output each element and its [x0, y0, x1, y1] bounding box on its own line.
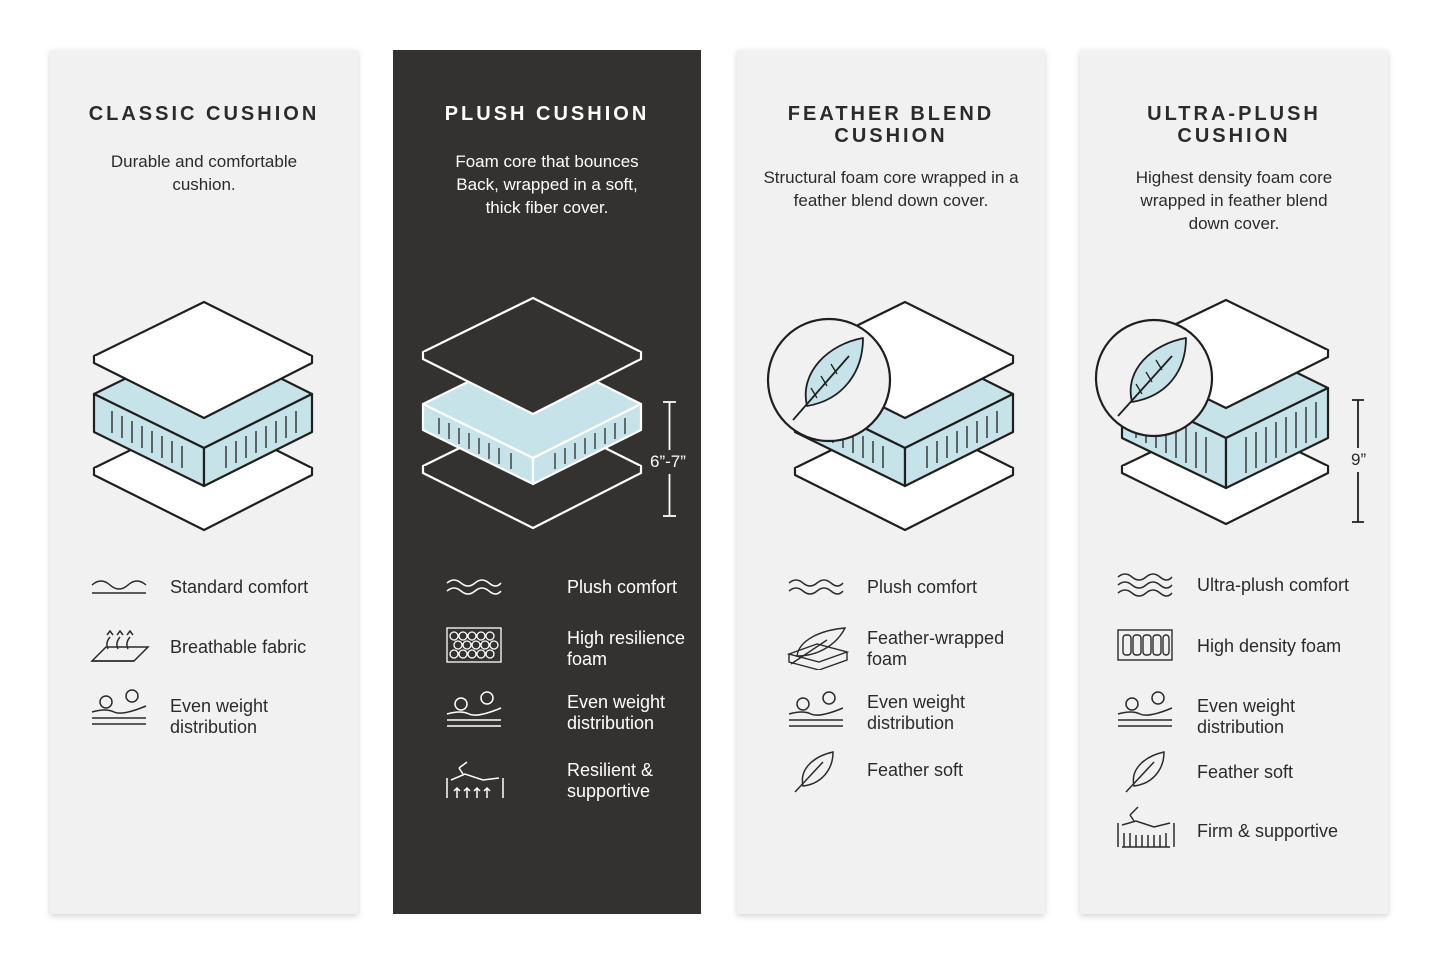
weight-distribution-icon — [445, 690, 505, 734]
feature-label: Standard comfort — [170, 577, 309, 597]
feather-icon — [793, 750, 853, 794]
feature-row: Even weight distribution — [90, 688, 348, 748]
feature-label: Plush comfort — [567, 577, 678, 597]
feature-label: Even weight distribution — [1197, 696, 1296, 737]
feature-label: High resilience foam — [567, 628, 686, 669]
feather-icon — [1124, 750, 1184, 794]
feature-label: Resilient & supportive — [567, 760, 654, 801]
weight-distribution-icon — [787, 690, 847, 734]
cushion-layers-illustration: 9” — [1080, 260, 1388, 560]
feather-wrapped-foam-icon — [787, 626, 849, 670]
feather-icon — [1117, 337, 1187, 417]
cushion-layers-illustration — [737, 260, 1045, 560]
firm-support-icon — [1116, 805, 1176, 849]
feature-row: Even weight distribution — [777, 690, 1035, 750]
feature-row: Resilient & supportive — [433, 758, 691, 818]
breathable-fabric-icon — [90, 625, 150, 669]
density-foam-icon — [1116, 628, 1176, 672]
card-classic-cushion: CLASSIC CUSHION Durable and comfortable … — [50, 50, 358, 914]
card-title: PLUSH CUSHION — [444, 103, 650, 125]
feature-row: Even weight distribution — [1117, 690, 1378, 750]
cushion-layers-illustration: 6”-7” — [393, 260, 701, 560]
weight-distribution-icon — [90, 688, 150, 732]
card-description: Durable and comfortable cushion. — [110, 152, 298, 194]
weight-distribution-icon — [1116, 690, 1176, 734]
feather-icon — [792, 337, 864, 421]
feature-row: High density foam — [1117, 628, 1378, 688]
feature-label: Feather-wrapped foam — [867, 628, 1005, 669]
wave-icon — [787, 573, 847, 617]
height-label: 6”-7” — [650, 452, 686, 471]
feature-row: Plush comfort — [777, 575, 1035, 635]
feature-label: Breathable fabric — [170, 637, 307, 657]
feature-row: Plush comfort — [433, 575, 691, 635]
card-title: ULTRA-PLUSH CUSHION — [1147, 103, 1321, 147]
card-title: CLASSIC CUSHION — [88, 103, 320, 125]
feature-label: Firm & supportive — [1197, 821, 1339, 841]
card-description: Foam core that bounces Back, wrapped in … — [455, 152, 639, 217]
feature-row: Feather-wrapped foam — [777, 626, 1035, 686]
feature-label: Even weight distribution — [567, 692, 666, 733]
card-description: Highest density foam core wrapped in fea… — [1135, 168, 1333, 233]
feature-row: High resilience foam — [433, 626, 691, 686]
honeycomb-foam-icon — [445, 626, 505, 670]
card-ultra-plush-cushion: ULTRA-PLUSH CUSHION Highest density foam… — [1080, 50, 1388, 914]
feature-label: Feather soft — [867, 760, 964, 780]
feature-row: Standard comfort — [90, 575, 348, 635]
height-label: 9” — [1351, 450, 1367, 469]
feature-row: Ultra-plush comfort — [1117, 573, 1378, 633]
feature-row: Firm & supportive — [1117, 805, 1378, 865]
feature-label: Feather soft — [1197, 762, 1294, 782]
card-plush-cushion: PLUSH CUSHION Foam core that bounces Bac… — [393, 50, 701, 914]
support-arrows-icon — [445, 758, 505, 802]
feature-label: Ultra-plush comfort — [1197, 575, 1350, 595]
wave-icon — [445, 573, 505, 617]
feature-row: Even weight distribution — [433, 690, 691, 750]
wave-icon — [90, 573, 150, 617]
feature-label: Plush comfort — [867, 577, 978, 597]
card-title: FEATHER BLEND CUSHION — [787, 103, 995, 147]
feature-row: Breathable fabric — [90, 625, 348, 685]
feature-row: Feather soft — [777, 750, 1035, 810]
card-feather-blend-cushion: FEATHER BLEND CUSHION Structural foam co… — [737, 50, 1045, 914]
feature-label: High density foam — [1197, 636, 1342, 656]
feature-row: Feather soft — [1120, 750, 1378, 810]
card-description: Structural foam core wrapped in a feathe… — [763, 168, 1019, 210]
wave-icon — [1116, 571, 1176, 615]
cushion-layers-illustration — [50, 260, 358, 560]
feature-label: Even weight distribution — [170, 696, 269, 737]
feature-label: Even weight distribution — [867, 692, 966, 733]
